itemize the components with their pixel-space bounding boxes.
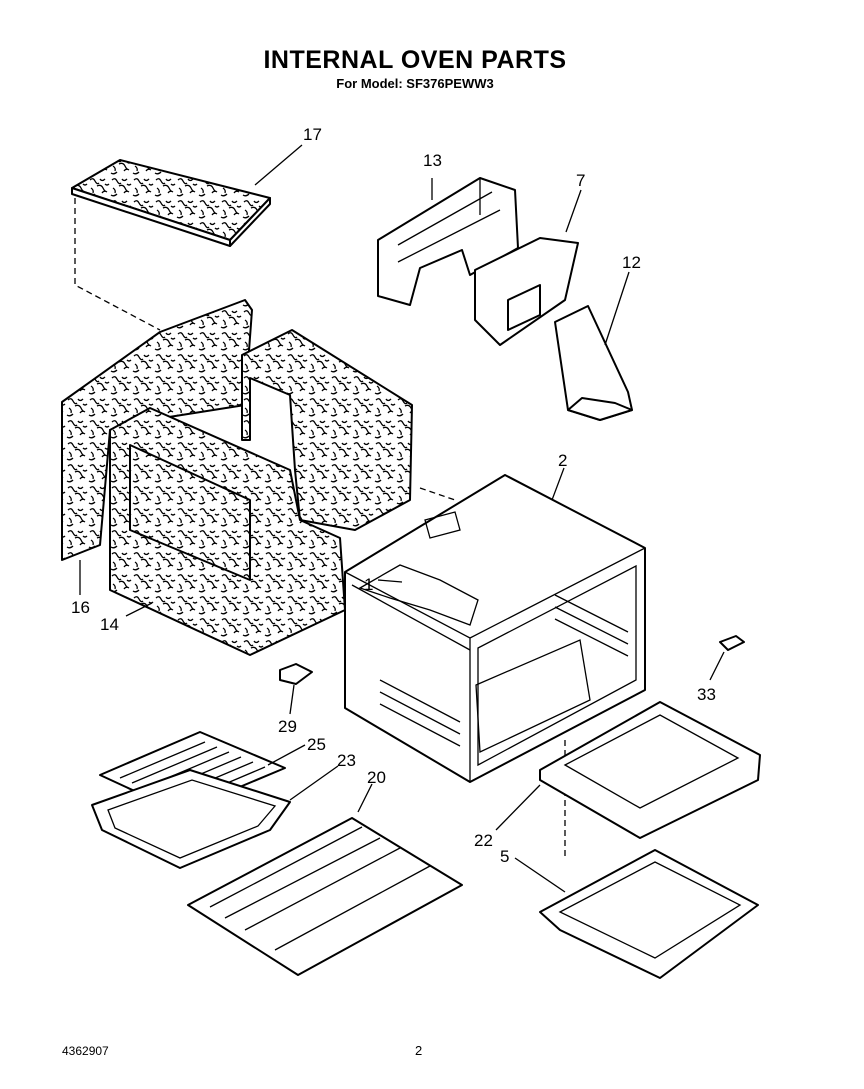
back-insulation-panel xyxy=(241,329,413,531)
leader-line-22 xyxy=(495,784,541,831)
leader-line-5 xyxy=(514,857,566,893)
broiler-pan xyxy=(91,769,291,869)
front-insulation-wrap xyxy=(109,407,346,656)
leader-line-12 xyxy=(604,271,630,346)
top-vent-duct xyxy=(377,177,519,306)
bake-element xyxy=(358,564,479,626)
callout-1: 1 xyxy=(364,575,373,594)
callout-7: 7 xyxy=(576,171,585,190)
alignment-line xyxy=(419,487,456,501)
oven-vent-tube xyxy=(554,305,633,421)
callout-23: 23 xyxy=(337,751,356,770)
leader-line-2 xyxy=(551,467,565,501)
alignment-line xyxy=(74,198,161,331)
callout-25: 25 xyxy=(307,735,326,754)
callout-5: 5 xyxy=(500,847,509,866)
callout-16: 16 xyxy=(71,598,90,617)
leader-line-20 xyxy=(357,783,373,813)
leader-line-23 xyxy=(289,765,339,801)
oven-rack xyxy=(187,817,463,976)
leader-line-17 xyxy=(254,144,303,186)
page-number: 2 xyxy=(415,1043,423,1058)
leader-line-25 xyxy=(267,744,306,766)
callout-14: 14 xyxy=(100,615,119,634)
rack-clip xyxy=(719,635,745,651)
callout-2: 2 xyxy=(558,451,567,470)
side-insulation-wrap xyxy=(61,299,253,561)
callout-20: 20 xyxy=(367,768,386,787)
oven-cavity xyxy=(344,474,646,783)
small-bracket xyxy=(279,663,313,685)
drawer-liner xyxy=(539,849,759,979)
callout-12: 12 xyxy=(622,253,641,272)
document-number: 4362907 xyxy=(62,1044,109,1058)
callout-22: 22 xyxy=(474,831,493,850)
callout-13: 13 xyxy=(423,151,442,170)
leader-line-33 xyxy=(709,651,725,681)
page-title: INTERNAL OVEN PARTS xyxy=(263,46,567,74)
leader-line-7 xyxy=(565,189,582,233)
vent-trim-bracket xyxy=(474,237,579,346)
oven-bottom-panel xyxy=(539,701,761,839)
leader-line-14 xyxy=(125,602,153,617)
model-subtitle: For Model: SF376PEWW3 xyxy=(336,76,494,91)
leader-line-1 xyxy=(377,579,403,583)
top-insulation-pad xyxy=(71,159,271,247)
callout-33: 33 xyxy=(697,685,716,704)
callout-29: 29 xyxy=(278,717,297,736)
callout-17: 17 xyxy=(303,125,322,144)
leader-line-29 xyxy=(289,684,295,715)
